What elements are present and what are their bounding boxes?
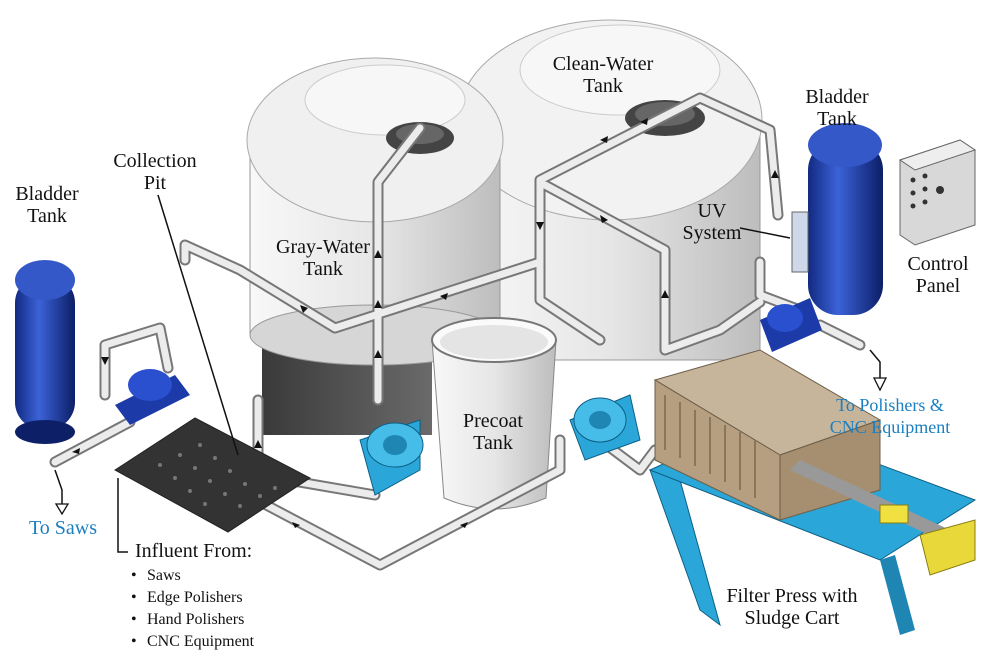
label-line: CNC Equipment <box>829 417 951 437</box>
uv-system <box>791 211 809 273</box>
label-line: Sludge Cart <box>744 607 840 629</box>
label-line: Tank <box>817 108 857 130</box>
filter-press <box>648 349 977 635</box>
label-line: Filter Press with <box>726 585 858 607</box>
bladder-tank-right-label: Bladder Tank <box>792 86 882 130</box>
pump-precoat <box>569 394 641 461</box>
label-line: Control <box>907 253 969 275</box>
label-line: Precoat <box>463 410 523 432</box>
label-line: Collection <box>113 150 197 172</box>
callout-lines <box>54 194 881 553</box>
influent-item: CNC Equipment <box>131 631 254 653</box>
label-line: Bladder <box>805 86 869 108</box>
label-line: Pit <box>143 172 167 194</box>
clean-water-tank-label: Clean-Water Tank <box>528 53 678 97</box>
influent-items: Saws Edge Polishers Hand Polishers CNC E… <box>131 565 254 653</box>
precoat-tank-label: Precoat Tank <box>448 410 538 454</box>
label-line: Tank <box>27 205 67 227</box>
label-line: Gray-Water <box>276 236 370 258</box>
uv-system-label: UV System <box>672 200 752 244</box>
pump-center <box>359 419 424 496</box>
label-line: Panel <box>915 275 961 297</box>
to-saws-label: To Saws <box>18 517 108 539</box>
collection-pit <box>114 417 311 533</box>
bladder-tank-right <box>808 123 883 315</box>
pump-right <box>760 298 822 352</box>
control-panel-label: Control Panel <box>890 253 986 297</box>
label-line: System <box>682 222 742 244</box>
label-line: Tank <box>303 258 343 280</box>
influent-item: Hand Polishers <box>131 609 254 631</box>
influent-list: Influent From: Saws Edge Polishers Hand … <box>131 540 254 653</box>
label-line: Clean-Water <box>552 53 654 75</box>
pump-left <box>115 369 190 425</box>
to-polishers-label: To Polishers & CNC Equipment <box>820 394 960 438</box>
callout-arrowheads <box>54 377 888 516</box>
gray-water-tank-label: Gray-Water Tank <box>258 236 388 280</box>
influent-item: Saws <box>131 565 254 587</box>
precoat-tank <box>431 317 557 510</box>
label-line: To Saws <box>28 517 98 539</box>
filter-press-label: Filter Press with Sludge Cart <box>712 585 872 629</box>
influent-item: Edge Polishers <box>131 587 254 609</box>
label-line: Tank <box>473 432 513 454</box>
label-line: Bladder <box>15 183 79 205</box>
influent-title: Influent From: <box>135 540 253 562</box>
label-line: To Polishers & <box>836 395 944 415</box>
label-line: UV <box>697 200 727 222</box>
bladder-tank-left-label: Bladder Tank <box>4 183 90 227</box>
flow-arrows <box>72 118 779 528</box>
label-line: Tank <box>583 75 623 97</box>
bladder-tank-left <box>15 260 75 444</box>
control-panel <box>898 139 977 246</box>
collection-pit-label: Collection Pit <box>100 150 210 194</box>
